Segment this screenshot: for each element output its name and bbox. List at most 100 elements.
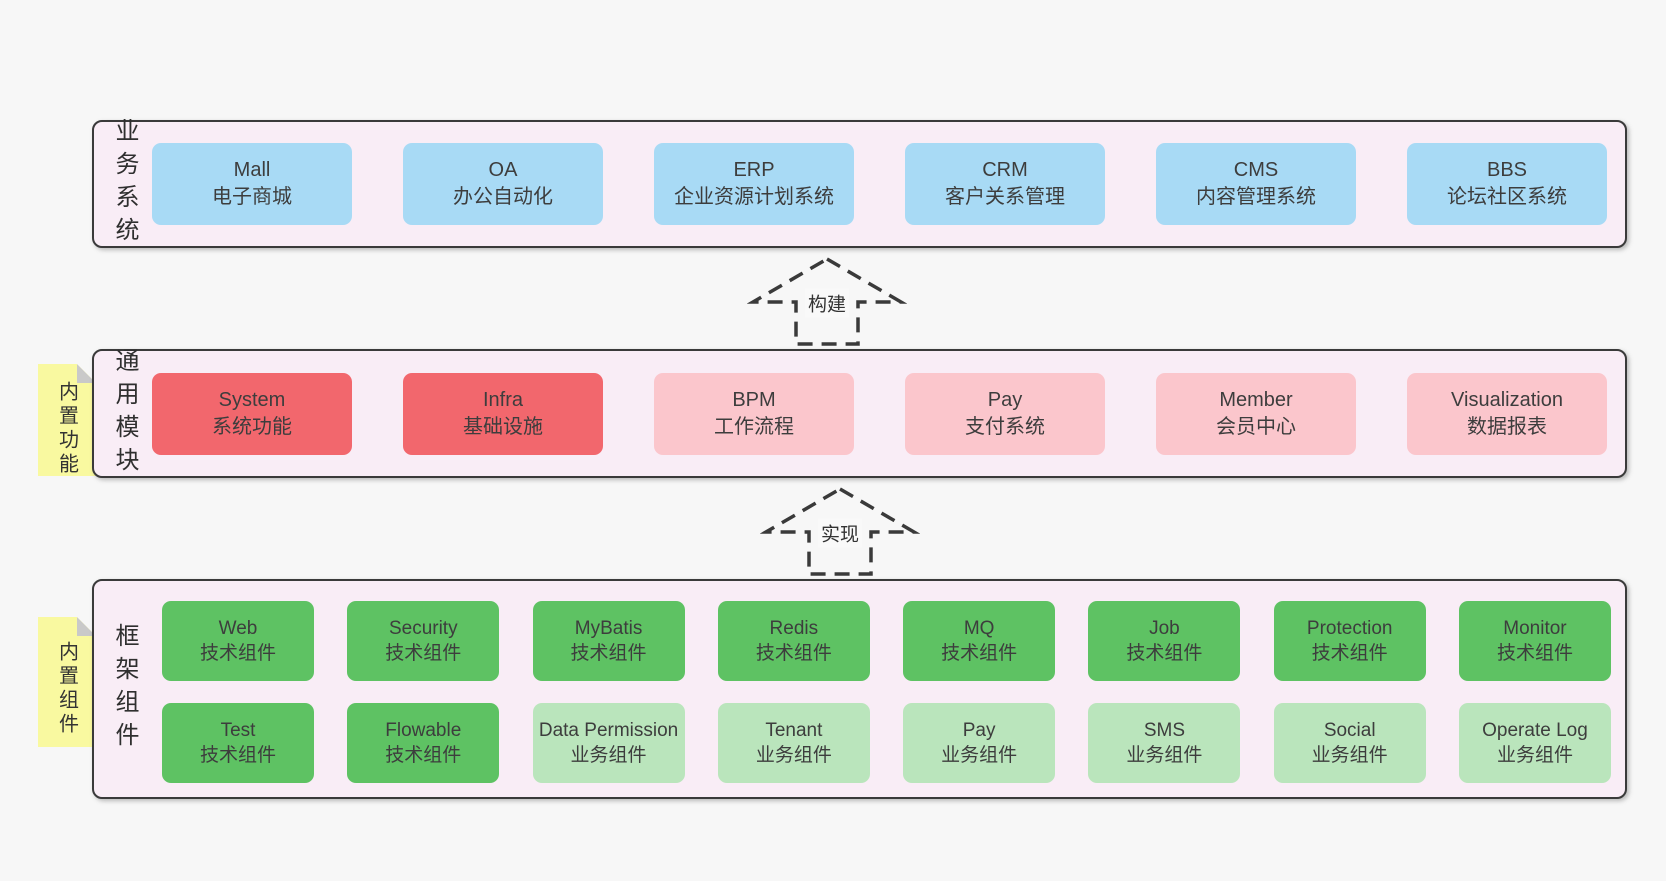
box-desc: 业务组件	[941, 745, 1018, 766]
box-name: Visualization	[1451, 388, 1563, 411]
sticky-note-built-in-features: 内置功能	[38, 364, 96, 476]
box-desc: 技术组件	[385, 745, 462, 766]
box-desc: 技术组件	[570, 643, 647, 664]
box-desc: 业务组件	[1126, 745, 1203, 766]
box-desc: 业务组件	[1496, 745, 1573, 766]
box-pay: Pay 业务组件	[903, 703, 1056, 783]
band-framework-components: 框架组件 Web 技术组件 Security 技术组件 MyBatis 技术组件…	[92, 579, 1627, 799]
band-row: System 系统功能 Infra 基础设施 BPM 工作流程 Pay 支付系统…	[152, 372, 1607, 455]
box-protection: Protection 技术组件	[1273, 601, 1426, 681]
build-arrow-label: 构建	[804, 288, 850, 318]
box-visualization: Visualization 数据报表	[1407, 372, 1607, 455]
box-desc: 技术组件	[199, 745, 276, 766]
box-redis: Redis 技术组件	[717, 601, 870, 681]
box-member: Member 会员中心	[1156, 372, 1356, 455]
box-name: OA	[488, 159, 518, 181]
band-row: Test 技术组件 Flowable 技术组件 Data Permission …	[162, 703, 1611, 783]
box-pay: Pay 支付系统	[905, 372, 1105, 455]
box-operate-log: Operate Log 业务组件	[1458, 703, 1611, 783]
box-crm: CRM 客户关系管理	[905, 143, 1105, 225]
box-desc: 办公自动化	[453, 186, 553, 208]
box-system: System 系统功能	[152, 372, 352, 455]
box-name: Monitor	[1503, 618, 1567, 639]
box-bbs: BBS 论坛社区系统	[1407, 143, 1607, 225]
box-name: System	[218, 388, 286, 411]
box-desc: 系统功能	[212, 415, 292, 438]
box-desc: 技术组件	[385, 643, 462, 664]
build-arrow: 构建	[747, 255, 907, 347]
box-name: Pay	[962, 720, 996, 741]
band-row: Web 技术组件 Security 技术组件 MyBatis 技术组件 Redi…	[162, 601, 1611, 681]
box-mall: Mall 电子商城	[152, 143, 352, 225]
box-mybatis: MyBatis 技术组件	[532, 601, 685, 681]
box-name: MyBatis	[574, 618, 643, 639]
band-label-common-modules: 通用模块	[111, 347, 138, 480]
box-desc: 客户关系管理	[945, 186, 1065, 208]
band-common-modules: 通用模块 System 系统功能 Infra 基础设施 BPM 工作流程 Pay…	[92, 347, 1627, 480]
dashed-up-arrow-icon	[747, 256, 907, 346]
box-sms: SMS 业务组件	[1088, 703, 1241, 783]
sticky-note-label: 内置组件	[55, 641, 78, 737]
box-name: Infra	[482, 388, 524, 411]
box-name: Operate Log	[1482, 720, 1588, 741]
box-name: Web	[218, 618, 258, 639]
box-name: Mall	[233, 159, 271, 181]
box-name: CMS	[1233, 159, 1279, 181]
sticky-note-label: 内置功能	[55, 381, 78, 477]
box-name: CRM	[982, 159, 1028, 181]
sticky-note-built-in-components: 内置组件	[38, 617, 96, 747]
box-job: Job 技术组件	[1088, 601, 1241, 681]
box-desc: 技术组件	[941, 643, 1018, 664]
box-desc: 企业资源计划系统	[674, 186, 834, 208]
implement-arrow-label: 实现	[817, 518, 863, 548]
band-label-framework-components: 框架组件	[111, 623, 138, 755]
box-desc: 基础设施	[463, 415, 543, 438]
box-name: Data Permission	[538, 720, 679, 741]
box-name: Member	[1219, 388, 1293, 411]
box-test: Test 技术组件	[162, 703, 314, 783]
box-desc: 技术组件	[199, 643, 276, 664]
box-flowable: Flowable 技术组件	[347, 703, 500, 783]
box-name: Tenant	[765, 720, 823, 741]
box-desc: 业务组件	[1311, 745, 1388, 766]
box-desc: 业务组件	[755, 745, 832, 766]
box-name: SMS	[1143, 720, 1185, 741]
box-data-permission: Data Permission 业务组件	[532, 703, 685, 783]
box-web: Web 技术组件	[162, 601, 314, 681]
box-desc: 数据报表	[1467, 415, 1547, 438]
box-desc: 技术组件	[1496, 643, 1573, 664]
box-name: Pay	[987, 388, 1023, 411]
box-desc: 支付系统	[965, 415, 1045, 438]
box-monitor: Monitor 技术组件	[1458, 601, 1611, 681]
box-name: Flowable	[385, 720, 462, 741]
box-oa: OA 办公自动化	[403, 143, 603, 225]
implement-arrow: 实现	[760, 485, 920, 577]
band-business-systems: 业务系统 Mall 电子商城 OA 办公自动化 ERP 企业资源计划系统 CRM…	[92, 118, 1627, 250]
box-desc: 业务组件	[570, 745, 647, 766]
band-label-business-systems: 业务系统	[111, 118, 138, 250]
box-desc: 工作流程	[714, 415, 794, 438]
box-name: Job	[1149, 618, 1180, 639]
box-desc: 内容管理系统	[1196, 186, 1316, 208]
box-infra: Infra 基础设施	[403, 372, 603, 455]
box-desc: 电子商城	[212, 186, 292, 208]
box-erp: ERP 企业资源计划系统	[654, 143, 854, 225]
box-name: BPM	[732, 388, 776, 411]
box-desc: 技术组件	[1311, 643, 1388, 664]
box-social: Social 业务组件	[1273, 703, 1426, 783]
box-mq: MQ 技术组件	[903, 601, 1056, 681]
box-name: Social	[1323, 720, 1376, 741]
box-desc: 技术组件	[1126, 643, 1203, 664]
box-security: Security 技术组件	[347, 601, 500, 681]
box-name: BBS	[1486, 159, 1528, 181]
box-desc: 技术组件	[755, 643, 832, 664]
box-name: ERP	[733, 159, 775, 181]
box-desc: 会员中心	[1216, 415, 1296, 438]
box-name: Security	[388, 618, 458, 639]
dashed-up-arrow-icon	[760, 486, 920, 576]
box-name: Protection	[1306, 618, 1393, 639]
box-desc: 论坛社区系统	[1447, 186, 1567, 208]
box-name: Redis	[769, 618, 819, 639]
box-tenant: Tenant 业务组件	[717, 703, 870, 783]
